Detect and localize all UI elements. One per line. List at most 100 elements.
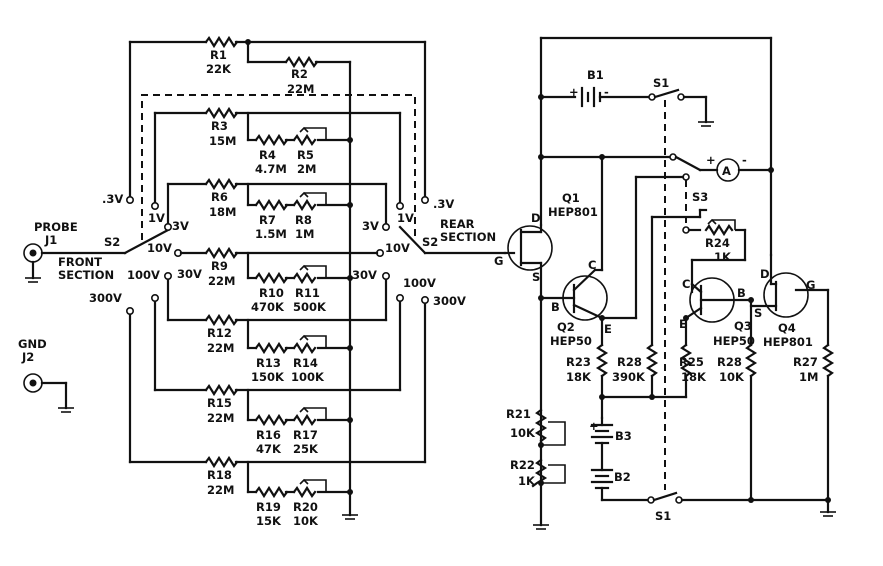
b3-label: B3 [615,429,632,443]
meter-plus-label: + [706,153,716,167]
r12-label: R12 [207,326,232,340]
q1-label: Q1 [562,191,580,205]
r20-label: R20 [293,500,318,514]
q1-g-label: G [494,254,503,268]
gnd-j2-label: J2 [21,350,34,364]
meter-wiring [503,36,836,530]
r25-label: R25 [679,355,704,369]
section-left-label: SECTION [58,268,114,282]
range-label-front-03: .3V [102,192,123,206]
r13-value: 150K [251,370,285,384]
q2-c-label: C [588,258,596,272]
b1-plus-label: + [569,85,579,99]
q4-s-label: S [754,306,762,320]
r23-value: 18K [566,370,592,384]
range-label-front-300: 300V [89,291,122,305]
r27-value: 1M [799,370,818,384]
r4-value: 4.7M [255,162,287,176]
q3-e-label: E [679,317,687,331]
r6-value: 18M [209,205,236,219]
r21-value: 10K [510,426,536,440]
r14-value: 100K [291,370,325,384]
r9-value: 22M [208,274,235,288]
r7-value: 1.5M [255,227,287,241]
section-right-label: SECTION [440,230,496,244]
q2-e-label: E [604,322,612,336]
r10-label: R10 [259,286,284,300]
r5-value: 2M [297,162,316,176]
range-label-rear-1: 1V [397,211,414,225]
range-label-rear-3: 3V [362,219,379,233]
range-label-rear-300: 300V [433,294,466,308]
range-label-rear-03: .3V [433,197,454,211]
gnd-jack[interactable] [23,373,74,413]
range-label-front-1: 1V [148,211,165,225]
gnd-label: GND [18,337,47,351]
q3-type: HEP50 [713,334,755,348]
range-label-front-100: 100V [127,268,160,282]
q2-type: HEP50 [550,334,592,348]
s3-label: S3 [692,190,708,204]
r19-label: R19 [256,500,281,514]
r11-label: R11 [295,286,320,300]
tap-10v [179,246,379,285]
r16-label: R16 [256,428,281,442]
r13-label: R13 [256,356,281,370]
r3-value: 15M [209,134,236,148]
divider-wiring [128,35,427,520]
b2-label: B2 [614,470,631,484]
r20-value: 10K [293,514,319,528]
r28b-label: R28 [717,355,742,369]
r15-value: 22M [207,411,234,425]
tap-3v [166,177,388,225]
r3-label: R3 [211,119,228,133]
r27-label: R27 [793,355,818,369]
b1-minus-label: - [604,85,609,99]
q3-c-label: C [682,277,690,291]
q3-b-label: B [737,286,746,300]
r28a-label: R28 [617,355,642,369]
meter-label: A [722,164,731,178]
r28a-value: 390K [612,370,646,384]
r19-value: 15K [256,514,282,528]
q2-label: Q2 [557,320,575,334]
r4-label: R4 [259,148,276,162]
range-label-rear-100: 100V [403,276,436,290]
range-label-front-10: 10V [147,241,172,255]
meter-minus-label: - [742,153,747,167]
r17-value: 25K [293,442,319,456]
s2-right-label: S2 [422,235,438,249]
r24-label: R24 [705,236,730,250]
r1-label: R1 [210,48,227,62]
r12-value: 22M [207,341,234,355]
r24-value: 1K [714,250,732,264]
s2-left-label: S2 [104,235,120,249]
q4-label: Q4 [778,321,796,335]
r10-value: 470K [251,300,285,314]
r15-label: R15 [207,396,232,410]
r7-label: R7 [259,213,276,227]
probe-j1-label: J1 [44,233,57,247]
r5-label: R5 [297,148,314,162]
r22-label: R22 [510,458,535,472]
r8-value: 1M [295,227,314,241]
r1-value: 22K [206,62,232,76]
range-label-front-30: 30V [177,267,202,281]
r17-label: R17 [293,428,318,442]
q4-g-label: G [806,278,815,292]
r2-label: R2 [291,67,308,81]
probe-jack[interactable] [23,243,127,283]
r22-value: 1K [518,474,536,488]
s1-bottom-label: S1 [655,509,671,523]
q4-d-label: D [760,267,770,281]
r14-label: R14 [293,356,318,370]
q1-s-label: S [532,270,540,284]
r9-label: R9 [211,259,228,273]
b3-plus-label: + [589,419,599,433]
switch-linkage-dashed [141,94,416,240]
r11-value: 500K [293,300,327,314]
r23-label: R23 [566,355,591,369]
b1-label: B1 [587,68,604,82]
